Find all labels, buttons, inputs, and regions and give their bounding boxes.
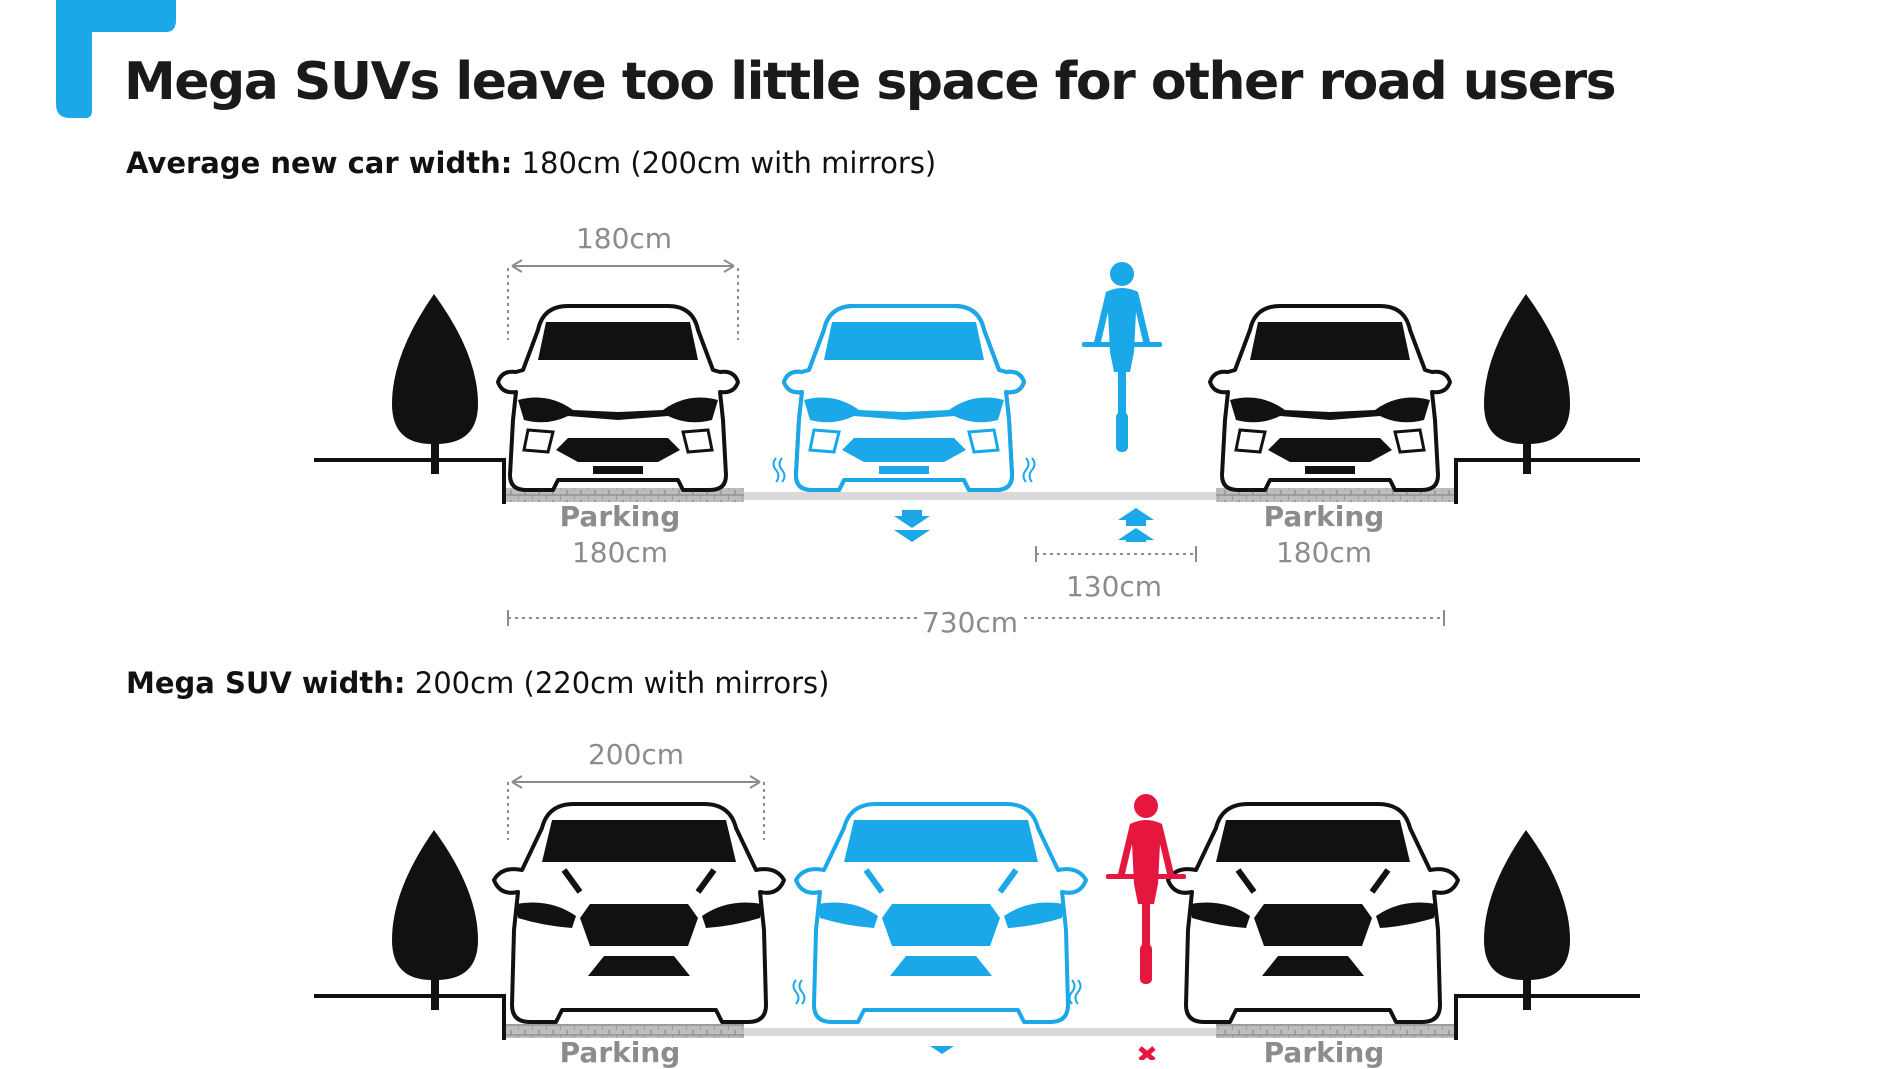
parking-left-width: 180cm bbox=[571, 536, 669, 569]
parking-right-width: 180cm bbox=[1275, 536, 1373, 569]
tree-right-icon bbox=[1484, 294, 1570, 474]
tree-right-2-icon bbox=[1484, 830, 1570, 1010]
tree-left-icon bbox=[392, 294, 478, 474]
parking-left-2-label: Parking bbox=[559, 1036, 681, 1069]
road-section-mega-suv bbox=[314, 775, 1640, 1060]
corner-accent bbox=[56, 0, 176, 118]
blue-car-overlay bbox=[772, 304, 1036, 492]
tree-left-2-icon bbox=[392, 830, 478, 1010]
subtitle-suv-bold: Mega SUV width: bbox=[126, 666, 406, 700]
subtitle-average-bold: Average new car width: bbox=[126, 146, 513, 180]
moving-suv-icon bbox=[792, 802, 1088, 1024]
cyclist-safe-icon bbox=[1082, 262, 1162, 452]
road-section-average bbox=[314, 259, 1640, 626]
subtitle-average-rest: 180cm (200cm with mirrors) bbox=[512, 146, 937, 180]
parked-suv-right-icon bbox=[1168, 804, 1458, 1022]
parking-right-2-label: Parking bbox=[1263, 1036, 1385, 1069]
page-title: Mega SUVs leave too little space for oth… bbox=[124, 52, 1617, 112]
total-width-label: 730cm bbox=[921, 606, 1019, 639]
parked-suv-left-icon bbox=[494, 804, 784, 1022]
parked-car-right-icon bbox=[1208, 304, 1452, 492]
subtitle-mega-suv: Mega SUV width: 200cm (220cm with mirror… bbox=[126, 666, 829, 700]
subtitle-average-car: Average new car width: 180cm (200cm with… bbox=[126, 146, 936, 180]
parking-right-label: Parking bbox=[1263, 500, 1385, 533]
parked-car-left-icon bbox=[496, 304, 740, 492]
parking-left-label: Parking bbox=[559, 500, 681, 533]
suv-width-label: 200cm bbox=[587, 738, 685, 771]
car-width-label: 180cm bbox=[575, 222, 673, 255]
cycle-gap-label: 130cm bbox=[1065, 570, 1163, 603]
subtitle-suv-rest: 200cm (220cm with mirrors) bbox=[405, 666, 830, 700]
